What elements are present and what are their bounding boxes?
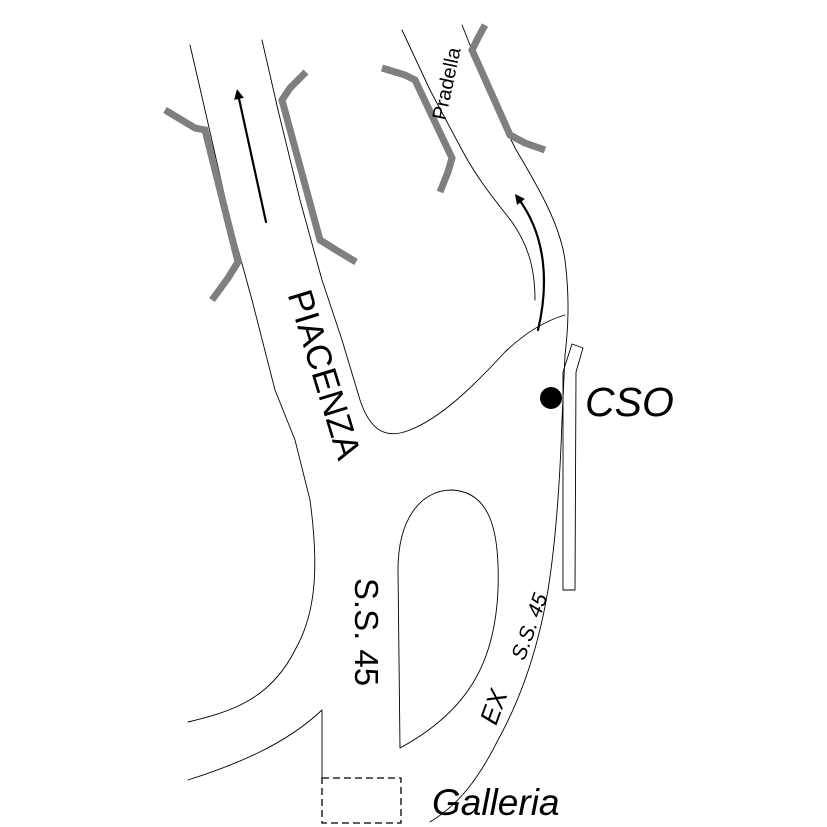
piacenza-road-left-edge bbox=[187, 44, 316, 723]
label-ss45: S.S. 45 bbox=[348, 578, 385, 686]
label-galleria: Galleria bbox=[432, 782, 560, 823]
galleria-box bbox=[321, 777, 402, 824]
label-piacenza: PIACENZA bbox=[280, 285, 369, 464]
cso-point-marker bbox=[540, 387, 562, 409]
guardrail-pradella-left bbox=[380, 64, 456, 194]
ss45-road-left-edge bbox=[187, 709, 323, 781]
guardrail-pradella-right bbox=[468, 23, 547, 154]
ss45-island-edge bbox=[397, 489, 499, 749]
piacenza-road-right-edge bbox=[261, 39, 566, 435]
arrow-north-piacenza bbox=[234, 89, 268, 224]
pradella-road-left-edge bbox=[401, 29, 536, 301]
label-cso: CSO bbox=[585, 379, 674, 425]
pradella-road-right-edge bbox=[461, 24, 569, 356]
label-pradella: Pradella bbox=[429, 45, 466, 122]
label-ex: EX bbox=[474, 684, 515, 728]
guardrail-piacenza-left bbox=[163, 106, 242, 303]
arrow-north-pradella bbox=[515, 193, 546, 332]
cso-channel-structure bbox=[562, 343, 584, 591]
label-ex-ss45: S.S. 45 bbox=[507, 590, 552, 663]
guardrail-piacenza-right bbox=[278, 69, 358, 266]
ex-ss45-road-right-edge bbox=[429, 354, 566, 823]
